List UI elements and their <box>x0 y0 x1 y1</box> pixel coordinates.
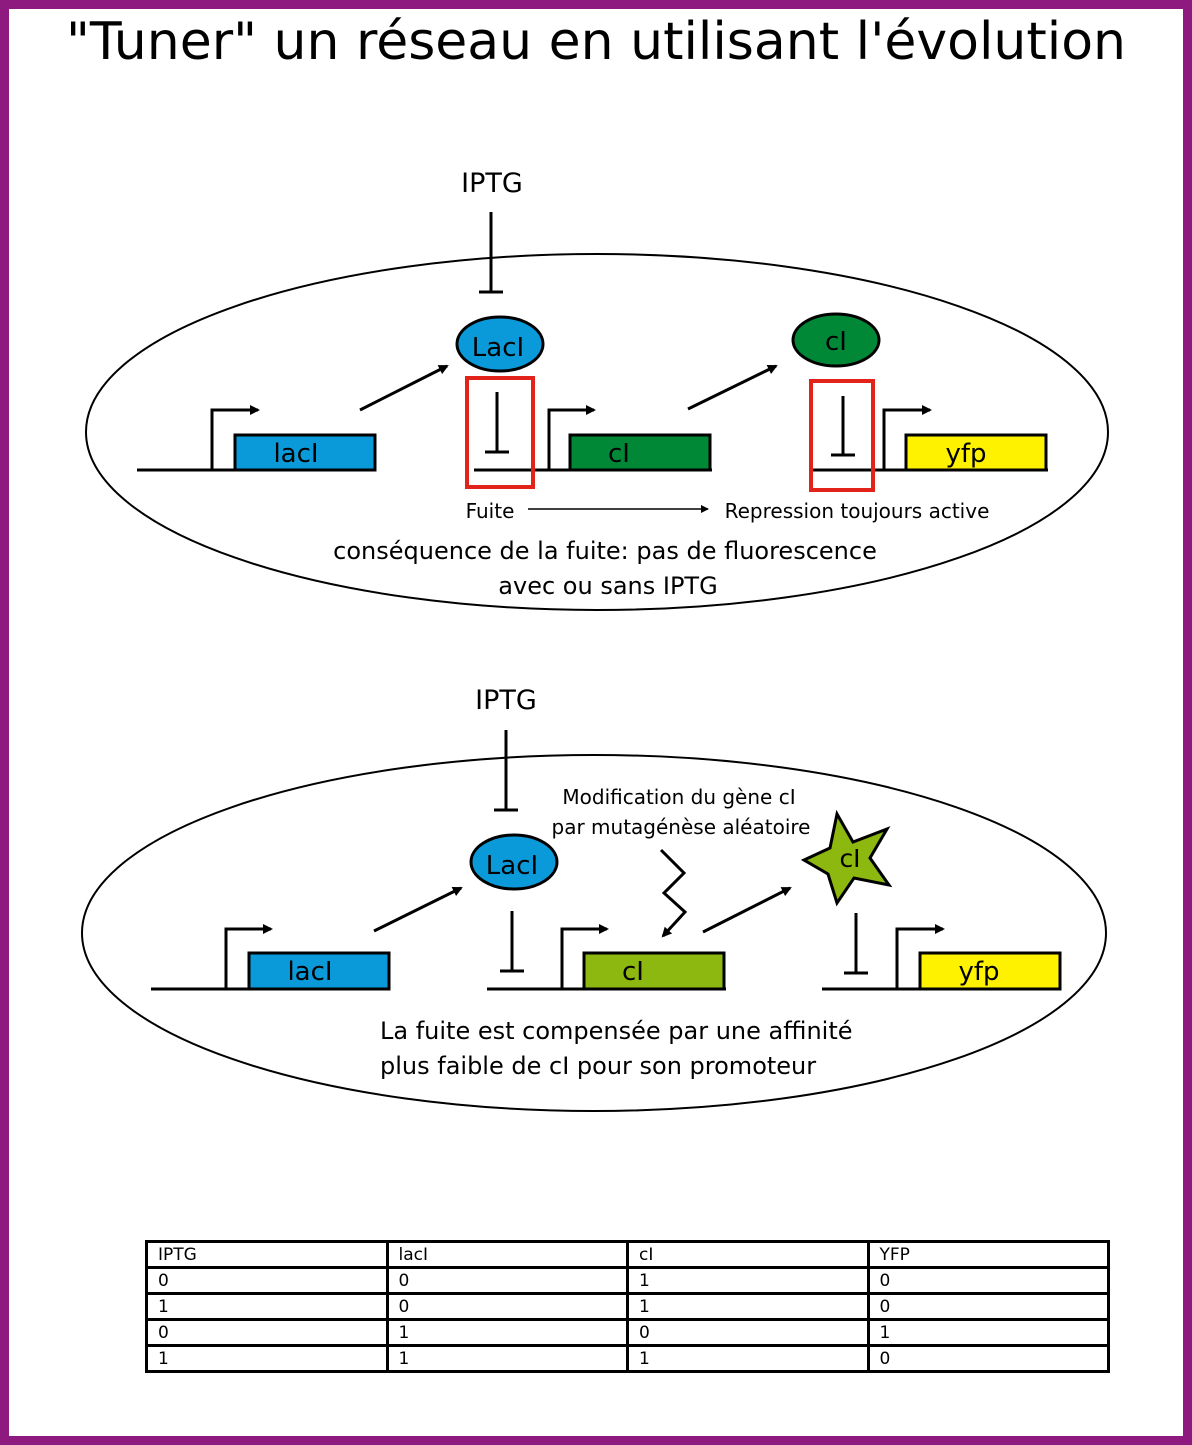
header-iptg: IPTG <box>145 1240 389 1269</box>
bottom-gene-cI: cI <box>582 951 726 991</box>
table-row: 1 1 1 0 <box>145 1344 1110 1373</box>
bottom-caption-line2: plus faible de cI pour son promoteur <box>380 1052 816 1080</box>
bottom-iptg-inhibition <box>494 730 518 812</box>
top-gene-yfp: yfp <box>904 433 1048 472</box>
bottom-panel: IPTG LacI cI Modification du gène cI par… <box>81 685 1107 1112</box>
top-promoter-arrow-cI <box>547 405 596 470</box>
top-ci-protein: cI <box>791 312 881 368</box>
table-cell: 0 <box>866 1292 1110 1321</box>
table-cell: 1 <box>385 1318 629 1347</box>
top-leak-box-2 <box>809 379 875 492</box>
table-cell: 1 <box>145 1292 389 1321</box>
table-cell: 0 <box>866 1344 1110 1373</box>
svg-text:cI: cI <box>622 957 644 987</box>
top-laci-repression <box>485 392 509 454</box>
top-leak-box-1 <box>465 376 535 489</box>
top-promoter-arrow-lacI <box>210 405 260 470</box>
top-cell-outline <box>85 253 1109 611</box>
table-cell: 1 <box>145 1344 389 1373</box>
top-panel: IPTG LacI cI lacI cI <box>85 168 1109 611</box>
bottom-expression-arrow-cI <box>702 886 792 934</box>
bottom-gene-yfp: yfp <box>918 951 1062 991</box>
table-cell: 1 <box>626 1292 870 1321</box>
table-cell: 0 <box>626 1318 870 1347</box>
top-repression-label: Repression toujours active <box>725 499 990 523</box>
header-laci: lacI <box>385 1240 629 1269</box>
svg-text:lacI: lacI <box>273 439 318 469</box>
top-expression-arrow-cI <box>687 364 778 411</box>
bottom-ci-mutant-protein: cI <box>800 809 893 907</box>
top-promoter-arrow-yfp <box>882 405 932 470</box>
header-yfp: YFP <box>866 1240 1110 1269</box>
bottom-mutation-line2: par mutagénèse aléatoire <box>552 815 811 839</box>
bottom-promoter-arrow-cI <box>560 924 609 989</box>
bottom-expression-arrow-lacI <box>373 886 463 933</box>
table-cell: 1 <box>626 1344 870 1373</box>
svg-text:LacI: LacI <box>472 333 524 363</box>
top-gene-lacI: lacI <box>233 433 377 472</box>
top-iptg-label: IPTG <box>461 168 523 199</box>
table-cell: 0 <box>145 1318 389 1347</box>
top-leak-label: Fuite <box>466 499 515 523</box>
top-iptg-inhibition <box>479 212 503 294</box>
table-cell: 0 <box>866 1266 1110 1295</box>
svg-text:cI: cI <box>839 844 860 873</box>
table-cell: 0 <box>385 1292 629 1321</box>
table-row: 0 1 0 1 <box>145 1318 1110 1347</box>
top-consequence-line1: conséquence de la fuite: pas de fluoresc… <box>333 537 877 565</box>
bottom-caption-line1: La fuite est compensée par une affinité <box>380 1017 853 1045</box>
header-ci: cI <box>626 1240 870 1269</box>
bottom-iptg-label: IPTG <box>475 685 537 716</box>
bottom-mutation-line1: Modification du gène cI <box>562 785 795 809</box>
svg-text:yfp: yfp <box>945 439 986 469</box>
table-cell: 1 <box>626 1266 870 1295</box>
table-cell: 0 <box>145 1266 389 1295</box>
bottom-laci-protein: LacI <box>469 833 559 891</box>
truth-table: IPTG lacI cI YFP 0 0 1 0 1 0 1 0 0 1 0 1… <box>145 1240 1110 1373</box>
top-gene-cI: cI <box>568 433 712 472</box>
svg-text:cI: cI <box>608 439 630 469</box>
table-cell: 1 <box>385 1344 629 1373</box>
table-row: 0 0 1 0 <box>145 1266 1110 1295</box>
top-expression-arrow-lacI <box>359 364 449 412</box>
bottom-cell-outline <box>81 754 1107 1112</box>
top-ci-repression <box>831 396 855 457</box>
bottom-promoter-arrow-yfp <box>895 924 945 989</box>
svg-text:LacI: LacI <box>486 851 538 881</box>
bottom-mutation-zigzag <box>659 848 688 938</box>
table-row: 1 0 1 0 <box>145 1292 1110 1321</box>
bottom-promoter-arrow-lacI <box>224 924 273 989</box>
bottom-gene-lacI: lacI <box>247 951 391 991</box>
bottom-ci-repression <box>844 913 868 975</box>
svg-text:cI: cI <box>825 327 847 357</box>
svg-text:yfp: yfp <box>958 957 999 987</box>
bottom-laci-repression <box>500 911 524 973</box>
svg-text:lacI: lacI <box>287 957 332 987</box>
top-laci-protein: LacI <box>455 315 545 373</box>
table-cell: 1 <box>866 1318 1110 1347</box>
page-title: "Tuner" un réseau en utilisant l'évoluti… <box>66 12 1126 72</box>
truth-table-header-row: IPTG lacI cI YFP <box>145 1240 1110 1269</box>
top-consequence-line2: avec ou sans IPTG <box>498 572 717 600</box>
table-cell: 0 <box>385 1266 629 1295</box>
